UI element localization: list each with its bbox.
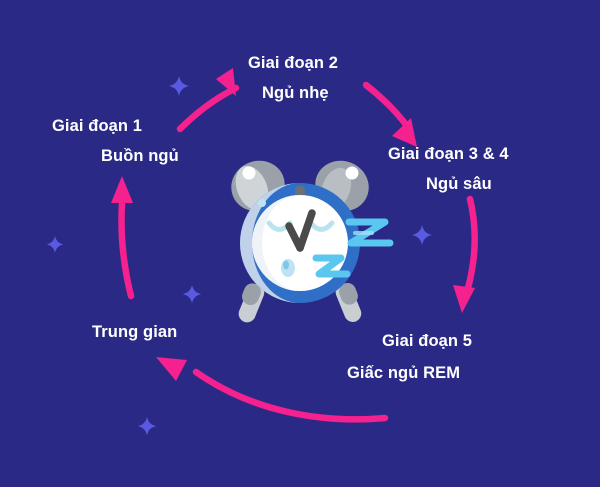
arrow-stage2-to-stage34: [362, 81, 417, 147]
clock-ring-highlight: [240, 183, 300, 303]
sparkle-icon: [46, 236, 64, 253]
clock-feet-icon: [238, 282, 362, 323]
sparkle-icon: [169, 76, 189, 96]
sparkle-icon: [182, 285, 202, 304]
clock-blush-highlight: [283, 260, 289, 270]
arrow-stage5-to-interim: [156, 357, 389, 423]
arrow-stage34-to-stage5: [453, 195, 478, 313]
sparkle-icon: [137, 417, 157, 436]
arrow-interim-to-stage1: [111, 176, 135, 300]
clock-cheek-dot: [258, 199, 266, 207]
sparkle-icon: [412, 225, 432, 245]
arrow-stage1-to-stage2: [176, 68, 240, 133]
clock-face-shade: [252, 195, 300, 291]
clock-hands-icon: [285, 209, 316, 252]
